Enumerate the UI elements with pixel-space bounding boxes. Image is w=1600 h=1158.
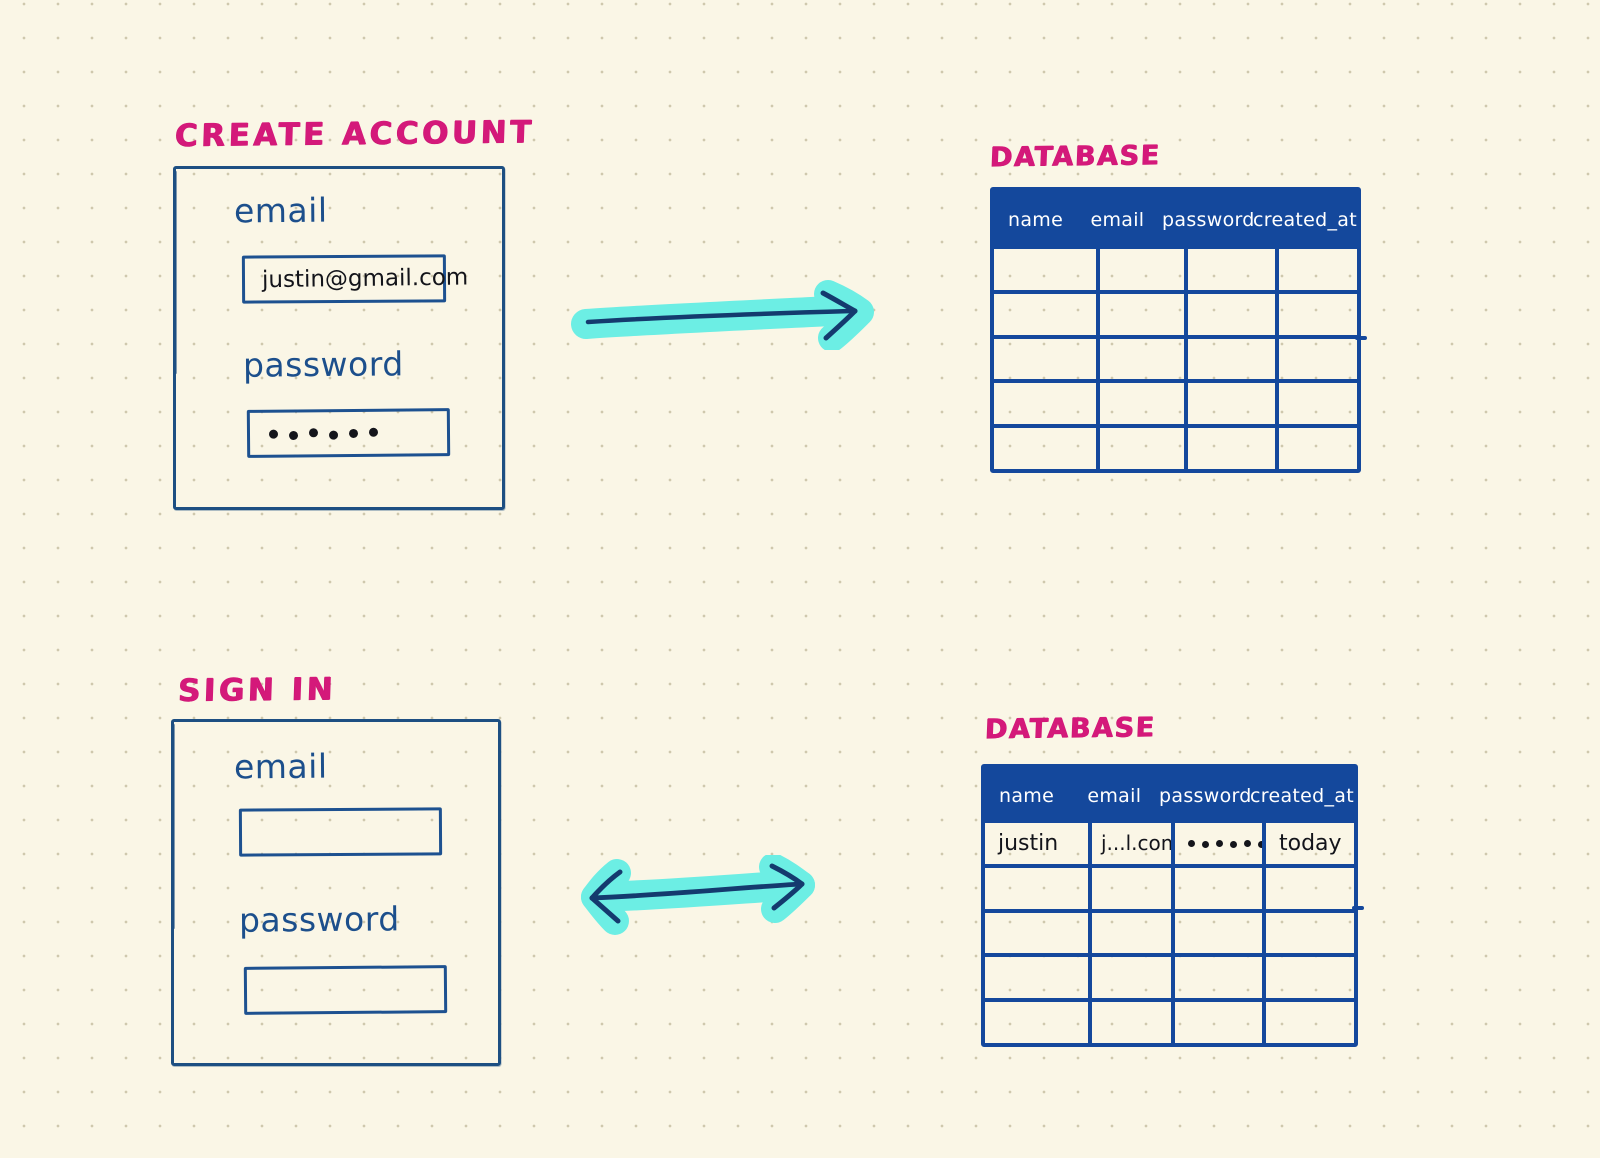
table-row[interactable] <box>985 953 1354 999</box>
sign-in-password-input[interactable] <box>243 965 448 1015</box>
cell-name <box>985 868 1088 909</box>
cell-name <box>994 383 1096 424</box>
cell-created-at: today <box>1262 823 1354 864</box>
cell-name: justin <box>998 830 1059 856</box>
cell-email: j...l.com <box>1088 823 1171 864</box>
column-header-name: name <box>999 784 1055 807</box>
sign-in-form-panel <box>171 719 501 1066</box>
sign-in-email-label: email <box>233 746 328 787</box>
cell-name <box>994 428 1096 469</box>
arrow-bidirectional <box>565 853 835 939</box>
column-header-created-at: created_at <box>1253 209 1357 231</box>
create-account-email-input[interactable]: justin@gmail.com <box>241 254 468 304</box>
cell-password <box>1184 428 1275 469</box>
database-table-bottom: name email password created_at justin j.… <box>981 764 1358 1047</box>
table-row[interactable] <box>985 998 1354 1043</box>
create-account-password-label: password <box>242 344 404 385</box>
table-row[interactable] <box>994 379 1357 425</box>
table-row[interactable] <box>985 908 1354 954</box>
cell-created-at <box>1262 912 1354 954</box>
column-header-password: password <box>1162 209 1255 231</box>
cell-email <box>1096 383 1184 425</box>
cell-name <box>994 339 1096 380</box>
cell-email <box>1088 1002 1171 1043</box>
create-account-form-panel <box>173 166 505 510</box>
sign-in-title: SIGN IN <box>177 671 337 709</box>
create-account-email-label: email <box>233 190 328 231</box>
line-overshoot <box>1352 906 1364 910</box>
table-row[interactable] <box>985 863 1354 909</box>
cell-password <box>1184 383 1275 425</box>
column-header-created-at: created_at <box>1250 784 1354 807</box>
database-title-bottom: DATABASE <box>984 711 1157 746</box>
cell-email <box>1096 249 1184 290</box>
cell-password <box>1184 293 1275 335</box>
column-header-password: password <box>1159 784 1252 807</box>
sign-in-email-input[interactable] <box>238 807 443 857</box>
cell-name <box>985 957 1088 998</box>
cell-name <box>985 913 1088 954</box>
line-overshoot <box>1355 336 1367 340</box>
cell-password-dots <box>1188 839 1262 848</box>
cell-password <box>1171 912 1262 954</box>
cell-created-at <box>1262 1002 1354 1043</box>
database-header-row-bottom: name email password created_at <box>985 768 1354 823</box>
cell-created-at <box>1275 338 1357 380</box>
cell-email <box>1088 867 1171 909</box>
column-header-email: email <box>1087 784 1142 807</box>
cell-name <box>994 249 1096 290</box>
cell-name <box>985 1002 1088 1043</box>
table-row[interactable] <box>994 289 1357 335</box>
cell-name <box>994 294 1096 335</box>
column-header-email: email <box>1090 209 1145 231</box>
cell-email <box>1088 912 1171 954</box>
cell-created-at <box>1262 867 1354 909</box>
cell-created-at <box>1275 428 1357 469</box>
table-row[interactable] <box>994 249 1357 290</box>
cell-email <box>1088 957 1171 999</box>
cell-created-at <box>1275 383 1357 425</box>
database-body-bottom: justin j...l.com today <box>985 823 1354 1043</box>
cell-password <box>1171 823 1262 864</box>
cell-created-at <box>1262 957 1354 999</box>
column-header-name: name <box>1008 209 1064 231</box>
cell-email <box>1096 293 1184 335</box>
cell-created-at <box>1275 249 1357 290</box>
database-body-top <box>994 249 1357 469</box>
cell-password <box>1171 957 1262 999</box>
database-title-top: DATABASE <box>989 139 1162 174</box>
cell-password <box>1171 867 1262 909</box>
cell-password <box>1184 338 1275 380</box>
database-header-row-top: name email password created_at <box>994 191 1357 249</box>
cell-email <box>1096 338 1184 380</box>
table-row[interactable] <box>994 424 1357 469</box>
cell-created-at <box>1275 293 1357 335</box>
sign-in-password-label: password <box>238 899 400 940</box>
create-account-password-dots <box>250 427 379 440</box>
cell-email <box>1096 428 1184 469</box>
create-account-password-input[interactable] <box>246 408 451 458</box>
create-account-email-value: justin@gmail.com <box>261 264 469 294</box>
cell-password <box>1184 249 1275 290</box>
arrow-right <box>570 280 880 354</box>
table-row[interactable] <box>994 334 1357 380</box>
table-row[interactable]: justin j...l.com today <box>985 823 1354 864</box>
cell-password <box>1171 1002 1262 1043</box>
create-account-title: CREATE ACCOUNT <box>174 114 536 154</box>
database-table-top: name email password created_at <box>990 187 1361 473</box>
